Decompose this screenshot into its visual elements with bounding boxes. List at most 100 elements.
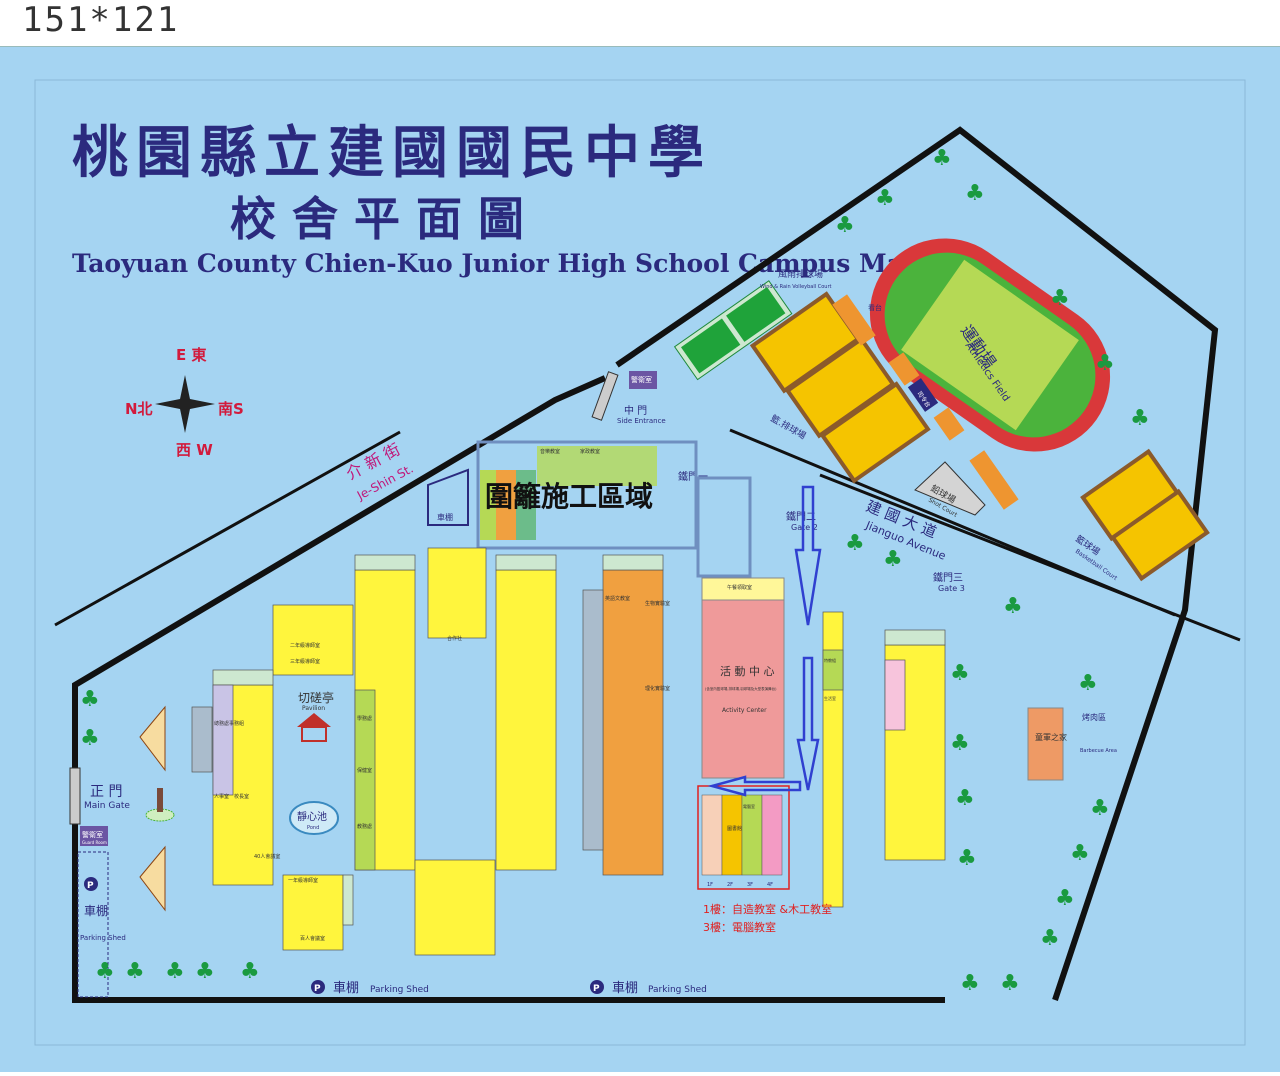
svg-text:♣: ♣	[1070, 841, 1090, 866]
guard-room-main-en: Guard Room	[82, 840, 107, 845]
activity-zh: 活 動 中 心	[720, 664, 775, 678]
parking-icon	[84, 877, 98, 891]
svg-text:車棚: 車棚	[333, 981, 359, 996]
svg-text:♣: ♣	[845, 531, 865, 556]
svg-text:4F: 4F	[767, 882, 773, 888]
svg-text:英語文教室: 英語文教室	[605, 595, 630, 602]
gate2-zh: 鐵門二	[786, 510, 816, 523]
guard-room-main-label: 警衛室	[82, 830, 103, 839]
classroom-buildings	[191, 547, 946, 956]
svg-text:♣: ♣	[957, 846, 977, 871]
campus-boundary-left	[72, 375, 945, 1003]
pavilion-en: Pavilion	[302, 705, 325, 712]
svg-text:1F: 1F	[707, 882, 713, 888]
highlight-box	[697, 785, 790, 890]
side-entrance-gate[interactable]	[591, 371, 619, 421]
main-gate-zh: 正 門	[90, 784, 122, 800]
guard-room-side	[629, 371, 657, 389]
gate3-en: Gate 3	[938, 584, 965, 593]
svg-text:二年級導師室: 二年級導師室	[290, 642, 320, 649]
parking-left-en: Parking Shed	[80, 934, 126, 942]
svg-text:午餐領取室: 午餐領取室	[727, 584, 752, 591]
svg-text:生活室: 生活室	[824, 695, 836, 701]
compass-north: N北	[125, 400, 153, 418]
side-entrance-en: Side Entrance	[617, 417, 666, 425]
svg-text:保健室: 保健室	[357, 767, 372, 774]
svg-text:♣: ♣	[80, 726, 100, 751]
svg-text:電腦室: 電腦室	[743, 803, 755, 809]
svg-text:2F: 2F	[727, 882, 733, 888]
parking-shed-left	[77, 851, 109, 998]
svg-text:♣: ♣	[1055, 886, 1075, 911]
svg-text:生物實驗室: 生物實驗室	[645, 600, 670, 607]
activity-en: Activity Center	[722, 707, 767, 714]
svg-text:♣: ♣	[240, 959, 260, 984]
svg-text:♣: ♣	[195, 959, 215, 984]
pavilion-zh: 切磋亭	[298, 690, 334, 705]
main-gate[interactable]	[69, 767, 81, 825]
svg-text:家政教室: 家政教室	[580, 448, 600, 455]
jianguo-road-line-2	[819, 473, 1241, 642]
side-entrance-zh: 中 門	[624, 404, 647, 417]
parking-shed-bottom-2: P 車棚 Parking Shed	[590, 980, 707, 996]
guard-room-side-label: 警衛室	[631, 375, 652, 384]
construction-zone: 圍籬施工區域	[476, 440, 752, 578]
svg-text:♣: ♣	[95, 959, 115, 984]
je-shin-road-line	[54, 430, 401, 627]
pond	[289, 801, 339, 835]
svg-text:♣: ♣	[1130, 406, 1150, 431]
size-label: 151*121	[22, 0, 180, 40]
shot-court	[914, 461, 986, 516]
svg-text:P: P	[87, 881, 94, 891]
svg-text:♣: ♣	[950, 731, 970, 756]
route-arrows	[707, 485, 822, 797]
svg-text:♣: ♣	[1090, 796, 1110, 821]
construction-label: 圍籬施工區域	[485, 480, 653, 513]
gate1-zh: 鐵門一	[678, 470, 708, 483]
svg-text:♣: ♣	[1000, 971, 1020, 996]
svg-text:40人會議室: 40人會議室	[254, 853, 280, 860]
compass-west: 西 W	[176, 441, 213, 459]
svg-text:♣: ♣	[932, 146, 952, 171]
title-zh-sub: 校 舍 平 面 圖	[230, 192, 524, 246]
map-frame	[34, 79, 1246, 1046]
title-zh: 桃園縣立建國國民中學	[72, 120, 712, 186]
svg-text:人事室: 人事室	[214, 793, 229, 800]
garden-1	[139, 705, 166, 772]
activity-center	[701, 599, 785, 779]
svg-text:學務處: 學務處	[357, 715, 372, 722]
volleyball-court-covered	[673, 280, 793, 381]
svg-text:♣: ♣	[965, 181, 985, 206]
garden-2	[139, 845, 166, 912]
volleyball-en: Wind & Rain Volleyball Court	[760, 284, 832, 290]
parking-left-zh: 車棚	[84, 903, 108, 918]
svg-text:♣: ♣	[1050, 286, 1070, 311]
seating-areas	[832, 294, 1019, 510]
room-labels: 二年級導師室 三年級導師室 一年級導師室 學務處 保健室 教務處 總務處事務組 …	[214, 448, 836, 942]
svg-text:百人會議室: 百人會議室	[300, 935, 325, 942]
tree-icons: ♣♣ ♣♣♣♣ ♣♣♣♣ ♣♣♣♣ ♣♣♣♣ ♣♣♣♣ ♣♣♣♣ ♣♣	[80, 146, 1150, 996]
note-1: 1樓：自造教室 &木工教室	[703, 902, 832, 916]
svg-text:總務處事務組: 總務處事務組	[214, 720, 244, 727]
svg-text:校長室: 校長室	[234, 793, 249, 800]
svg-text:♣: ♣	[165, 959, 185, 984]
svg-text:特教組: 特教組	[824, 657, 836, 663]
floor-labels: 1F 2F 3F 4F	[707, 882, 773, 888]
svg-text:三年級導師室: 三年級導師室	[290, 658, 320, 665]
top-bar: 151*121	[0, 0, 1280, 48]
svg-text:♣: ♣	[80, 687, 100, 712]
parking-shed-bottom-1: P 車棚 Parking Shed	[311, 980, 429, 996]
svg-text:Parking Shed: Parking Shed	[648, 985, 707, 995]
svg-text:♣: ♣	[1040, 926, 1060, 951]
pond-zh: 靜心池	[297, 810, 327, 823]
scout-zh: 童軍之家	[1035, 732, 1067, 742]
guard-room-main	[80, 826, 108, 846]
volleyball-zh: 風雨排球場	[778, 268, 823, 280]
svg-text:♣: ♣	[1095, 351, 1115, 376]
svg-text:車棚: 車棚	[437, 512, 453, 522]
svg-text:♣: ♣	[875, 186, 895, 211]
basketball-courts	[749, 291, 1210, 582]
library-block	[701, 794, 783, 876]
svg-text:教務處: 教務處	[357, 823, 372, 830]
athletics-field: 運動場 Athletics Field	[869, 238, 1111, 452]
